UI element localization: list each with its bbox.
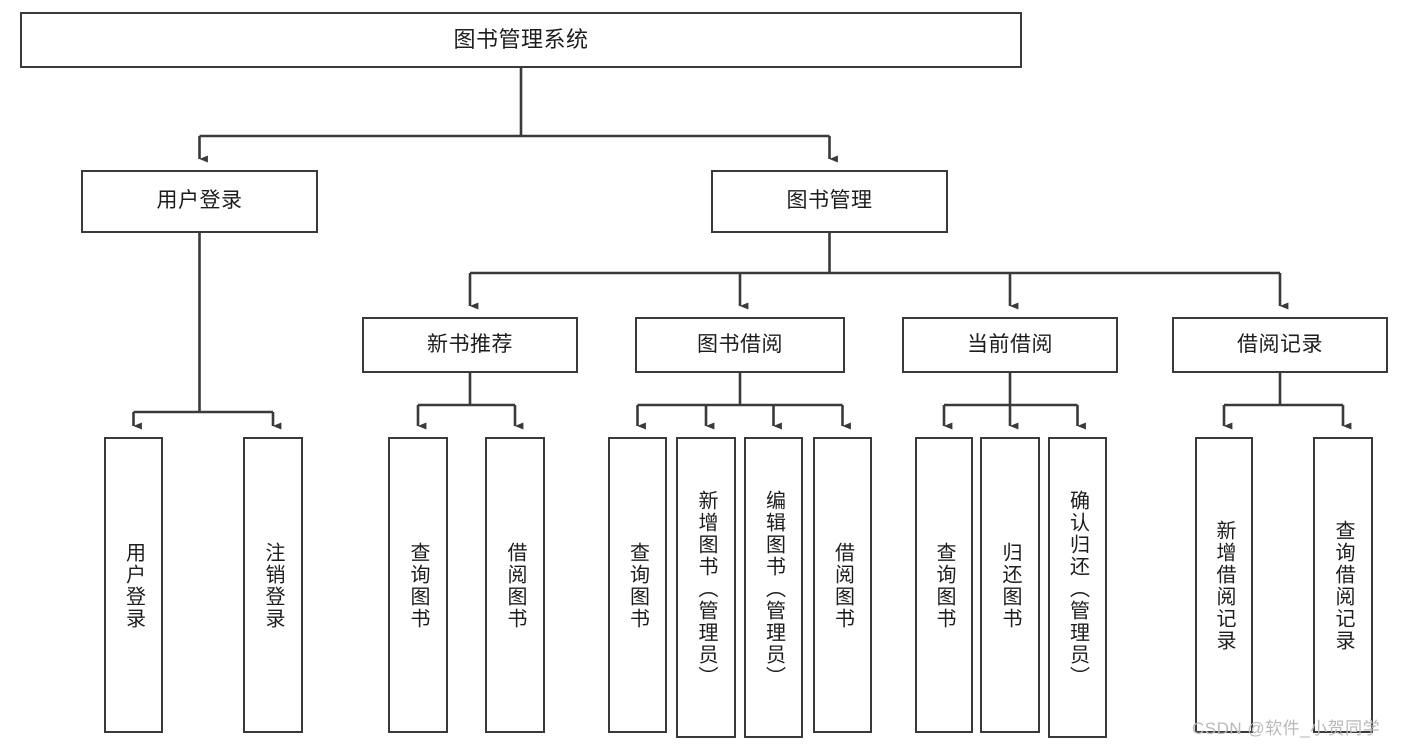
node-label: 新书推荐: [427, 332, 513, 356]
node-user-login[interactable]: 用户登录: [81, 170, 318, 233]
node-label: 新增借阅记录: [1213, 520, 1235, 652]
csdn-watermark: CSDN @软件_小贺同学: [1192, 719, 1381, 738]
node-borrow-record[interactable]: 借阅记录: [1172, 317, 1388, 373]
node-leaf-confirm-return[interactable]: 确认归还（管理员）: [1048, 437, 1107, 738]
node-label: 查询图书: [933, 542, 955, 630]
node-leaf-query-book-rec[interactable]: 查询图书: [388, 437, 448, 733]
node-label: 图书管理系统: [453, 27, 589, 53]
node-root[interactable]: 图书管理系统: [20, 12, 1022, 68]
node-leaf-return-book[interactable]: 归还图书: [980, 437, 1040, 733]
node-leaf-add-book[interactable]: 新增图书（管理员）: [676, 437, 736, 738]
node-leaf-add-record[interactable]: 新增借阅记录: [1195, 437, 1253, 733]
node-new-book-rec[interactable]: 新书推荐: [362, 317, 578, 373]
node-label: 用户登录: [122, 542, 145, 630]
node-label: 图书管理: [786, 189, 873, 213]
node-label: 借阅记录: [1237, 332, 1323, 356]
node-current-borrow[interactable]: 当前借阅: [902, 317, 1118, 373]
node-leaf-query-book-borrow[interactable]: 查询图书: [608, 437, 667, 733]
node-leaf-user-login[interactable]: 用户登录: [104, 437, 163, 733]
node-label: 用户登录: [156, 189, 243, 213]
node-leaf-borrow-book-rec[interactable]: 借阅图书: [485, 437, 545, 733]
node-label: 查询图书: [626, 542, 649, 630]
node-book-borrow[interactable]: 图书借阅: [635, 317, 845, 373]
node-leaf-query-record[interactable]: 查询借阅记录: [1313, 437, 1373, 733]
node-label: 注销登录: [262, 542, 284, 630]
node-label: 当前借阅: [967, 332, 1053, 356]
node-leaf-borrow-book[interactable]: 借阅图书: [813, 437, 872, 733]
node-label: 借阅图书: [831, 542, 854, 630]
node-label: 编辑图书（管理员）: [762, 489, 785, 688]
node-leaf-edit-book[interactable]: 编辑图书（管理员）: [744, 437, 803, 738]
node-leaf-query-book-current[interactable]: 查询图书: [915, 437, 973, 733]
node-book-manage[interactable]: 图书管理: [711, 170, 948, 233]
node-label: 查询借阅记录: [1332, 520, 1354, 652]
node-label: 图书借阅: [697, 332, 783, 356]
node-label: 查询图书: [407, 542, 429, 630]
node-label: 新增图书（管理员）: [695, 489, 717, 688]
node-label: 确认归还（管理员）: [1066, 489, 1089, 688]
node-leaf-logout[interactable]: 注销登录: [243, 437, 303, 733]
node-label: 借阅图书: [504, 542, 526, 630]
node-label: 归还图书: [999, 542, 1021, 630]
